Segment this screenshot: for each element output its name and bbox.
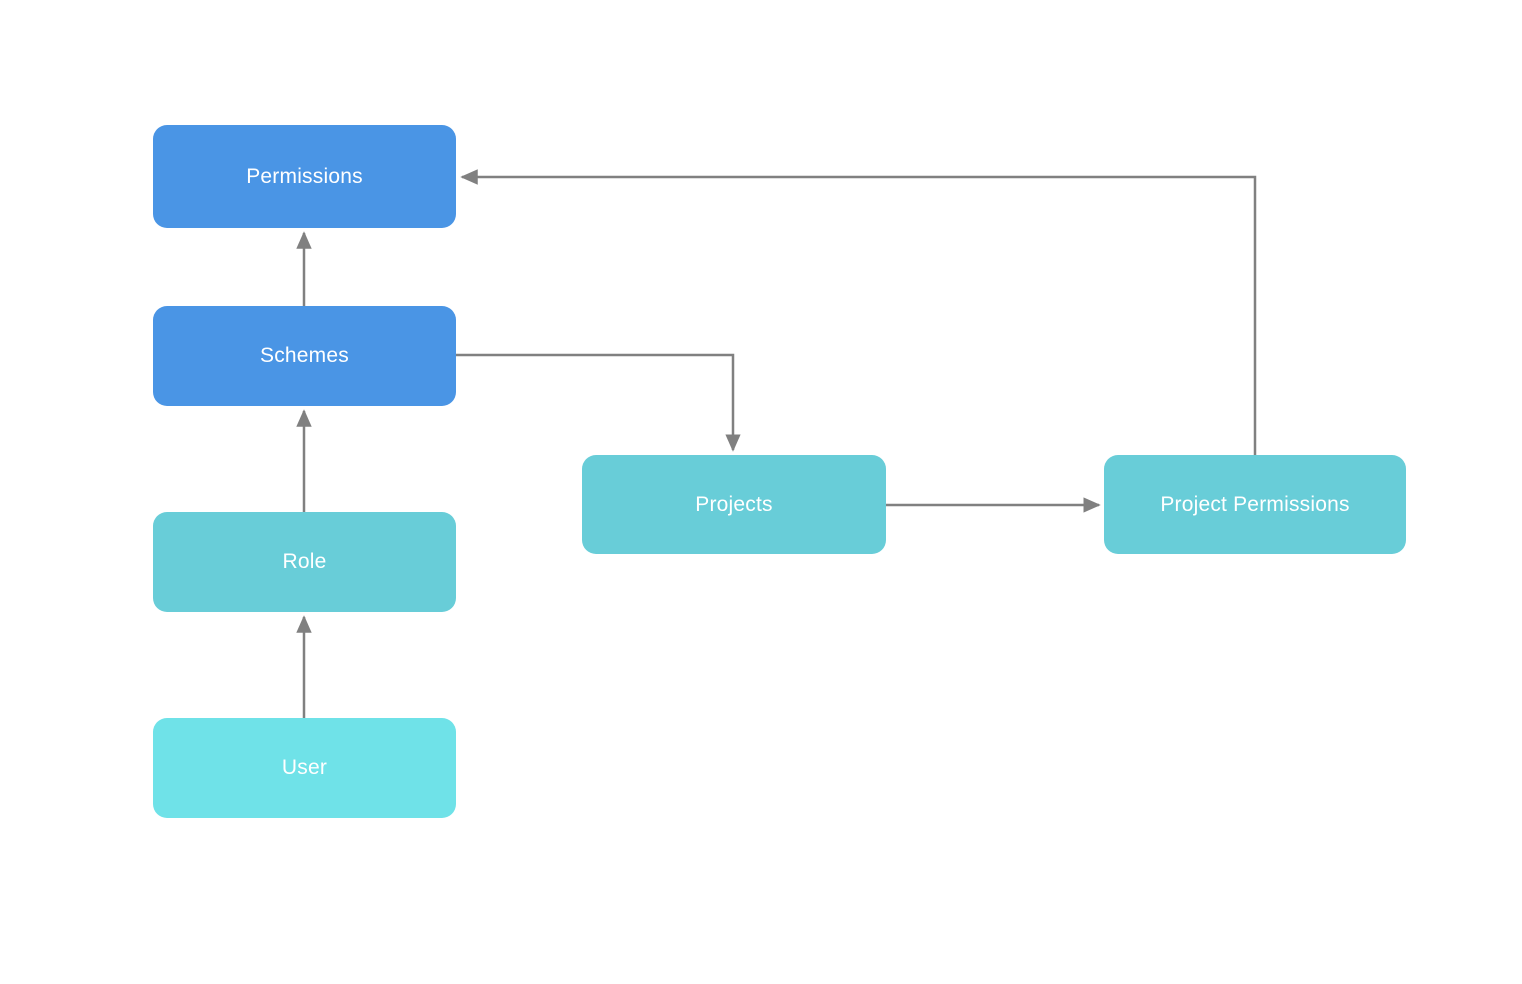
node-permissions[interactable]: Permissions — [153, 125, 456, 228]
edge-project-permissions-to-permissions — [460, 169, 1257, 455]
node-role[interactable]: Role — [153, 512, 456, 612]
node-user[interactable]: User — [153, 718, 456, 818]
node-project-permissions-label: Project Permissions — [1160, 492, 1350, 516]
node-role-label: Role — [282, 550, 327, 574]
node-projects-label: Projects — [695, 492, 773, 516]
node-project-permissions[interactable]: Project Permissions — [1104, 455, 1406, 554]
node-schemes-label: Schemes — [260, 344, 349, 368]
node-projects[interactable]: Projects — [582, 455, 886, 554]
edge-schemes-to-projects — [456, 353, 741, 452]
node-user-label: User — [281, 756, 328, 780]
node-schemes[interactable]: Schemes — [153, 306, 456, 406]
node-permissions-label: Permissions — [246, 164, 363, 188]
